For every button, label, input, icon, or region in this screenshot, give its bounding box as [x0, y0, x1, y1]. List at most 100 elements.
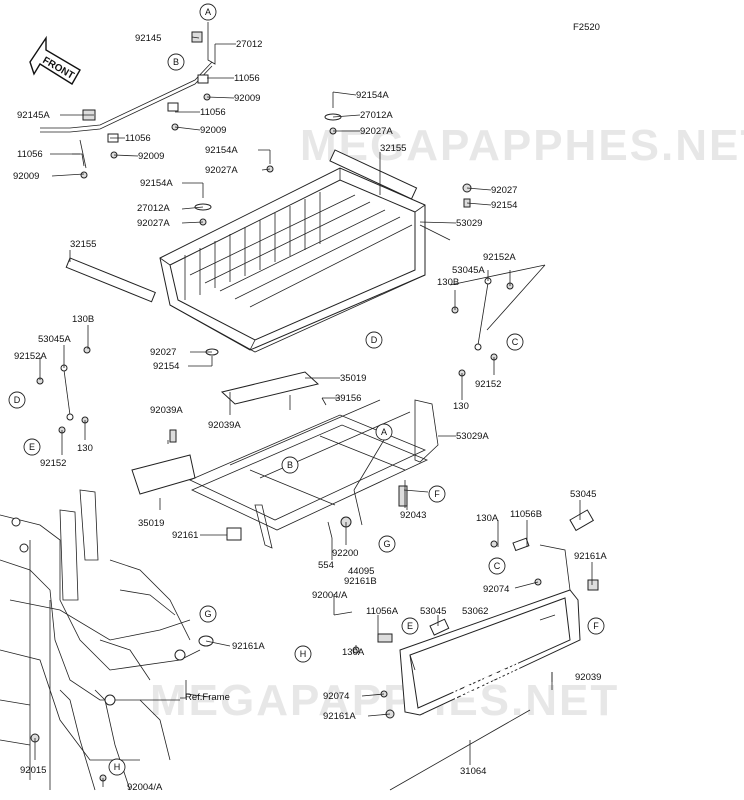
part-label: 92015 — [20, 765, 46, 776]
svg-text:C: C — [494, 561, 501, 571]
svg-text:G: G — [204, 609, 211, 619]
part-label: 11056 — [17, 149, 43, 160]
svg-text:B: B — [287, 460, 293, 470]
part-label: 92027A — [137, 218, 170, 229]
callout-F-gate: F — [587, 617, 605, 635]
part-label: 11056A — [366, 606, 399, 617]
part-label: 31064 — [460, 766, 486, 777]
svg-text:E: E — [407, 621, 413, 631]
svg-text:D: D — [14, 395, 21, 405]
part-label: 92009 — [13, 171, 39, 182]
part-label: 53029 — [456, 218, 482, 229]
part-label: 35019 — [340, 373, 366, 384]
part-label: 53045A — [452, 265, 485, 276]
watermark-bottom: MEGAPAPPHES.NET — [150, 676, 619, 725]
part-label: 53045A — [38, 334, 71, 345]
part-label: 92152 — [475, 379, 501, 390]
part-label: 92161B — [344, 576, 377, 587]
bed-bottom-fasteners — [205, 348, 219, 366]
svg-text:D: D — [371, 335, 378, 345]
part-label: 35019 — [138, 518, 164, 529]
part-label: 92161A — [323, 711, 356, 722]
part-label: 92154A — [140, 178, 173, 189]
part-label: 92154 — [153, 361, 179, 372]
part-label: 130A — [476, 513, 499, 524]
part-label: 92027A — [205, 165, 238, 176]
part-label: 11056 — [125, 133, 151, 144]
part-label: 53045 — [570, 489, 596, 500]
callout-F-frame: F — [428, 485, 446, 503]
callout-E-left: E — [23, 438, 41, 456]
svg-text:A: A — [205, 7, 211, 17]
part-label: 53045 — [420, 606, 446, 617]
leader-lines — [34, 22, 593, 787]
svg-text:A: A — [381, 427, 387, 437]
figure-code: F2520 — [573, 22, 600, 33]
callout-A-frame: A — [375, 423, 393, 441]
part-label: 39156 — [335, 393, 361, 404]
svg-text:G: G — [383, 539, 390, 549]
part-label: 130 — [77, 443, 93, 454]
part-label: 130A — [342, 647, 365, 658]
part-label: 92161 — [172, 530, 198, 541]
svg-text:H: H — [300, 649, 307, 659]
part-label: 92027A — [360, 126, 393, 137]
part-label: 11056 — [234, 73, 260, 84]
callout-B-frame: B — [281, 456, 299, 474]
part-label: 11056 — [200, 107, 226, 118]
part-label: 32155 — [70, 239, 96, 250]
part-label: 92074 — [483, 584, 509, 595]
part-label: 92043 — [400, 510, 426, 521]
svg-text:C: C — [512, 337, 519, 347]
part-labels: 92145 27012 11056 92009 11056 92009 9214… — [13, 33, 607, 793]
part-label: 92027 — [150, 347, 176, 358]
callout-A-top: A — [199, 3, 217, 21]
part-label: 27012 — [236, 39, 262, 50]
part-label: 27012A — [137, 203, 170, 214]
part-label: 32155 — [380, 143, 406, 154]
svg-text:E: E — [29, 442, 35, 452]
part-label: 92152A — [14, 351, 47, 362]
part-label: 53029A — [456, 431, 489, 442]
part-label: 92154A — [356, 90, 389, 101]
part-label: 92074 — [323, 691, 349, 702]
svg-text:F: F — [434, 489, 440, 499]
part-label: 27012A — [360, 110, 393, 121]
svg-text:H: H — [114, 762, 121, 772]
front-arrow-icon: FRONT — [29, 35, 81, 85]
part-label: 92161A — [232, 641, 265, 652]
cargo-bed — [65, 149, 451, 353]
svg-text:B: B — [173, 57, 179, 67]
callout-H-bottom: H — [108, 758, 126, 776]
part-label: 92039A — [208, 420, 241, 431]
callout-H-mid: H — [294, 645, 312, 663]
callout-G-frame: G — [378, 535, 396, 553]
svg-text:F: F — [593, 621, 599, 631]
part-label: 92145A — [17, 110, 50, 121]
tailgate: Kawasaki — [389, 509, 599, 791]
callout-C-gate: C — [488, 557, 506, 575]
part-label: 92027 — [491, 185, 517, 196]
part-label: 44095 — [348, 566, 374, 577]
callout-E-gate: E — [401, 617, 419, 635]
part-label: 92145 — [135, 33, 161, 44]
part-label: 92039A — [150, 405, 183, 416]
callout-D-bed: D — [365, 331, 383, 349]
part-label: 92009 — [200, 125, 226, 136]
part-label: 53062 — [462, 606, 488, 617]
callout-B-top: B — [167, 53, 185, 71]
sub-frame — [131, 371, 439, 549]
part-label: 92152 — [40, 458, 66, 469]
part-label: 130B — [72, 314, 94, 325]
part-label: 92154A — [205, 145, 238, 156]
part-label: 92009 — [234, 93, 260, 104]
part-label: 130B — [437, 277, 459, 288]
part-label: 11056B — [510, 509, 542, 520]
part-label: 92004/A — [127, 782, 163, 793]
part-label: 92039 — [575, 672, 601, 683]
part-label: 92152A — [483, 252, 516, 263]
part-label: 92004/A — [312, 590, 348, 601]
part-label: 92154 — [491, 200, 517, 211]
part-label: 92200 — [332, 548, 358, 559]
